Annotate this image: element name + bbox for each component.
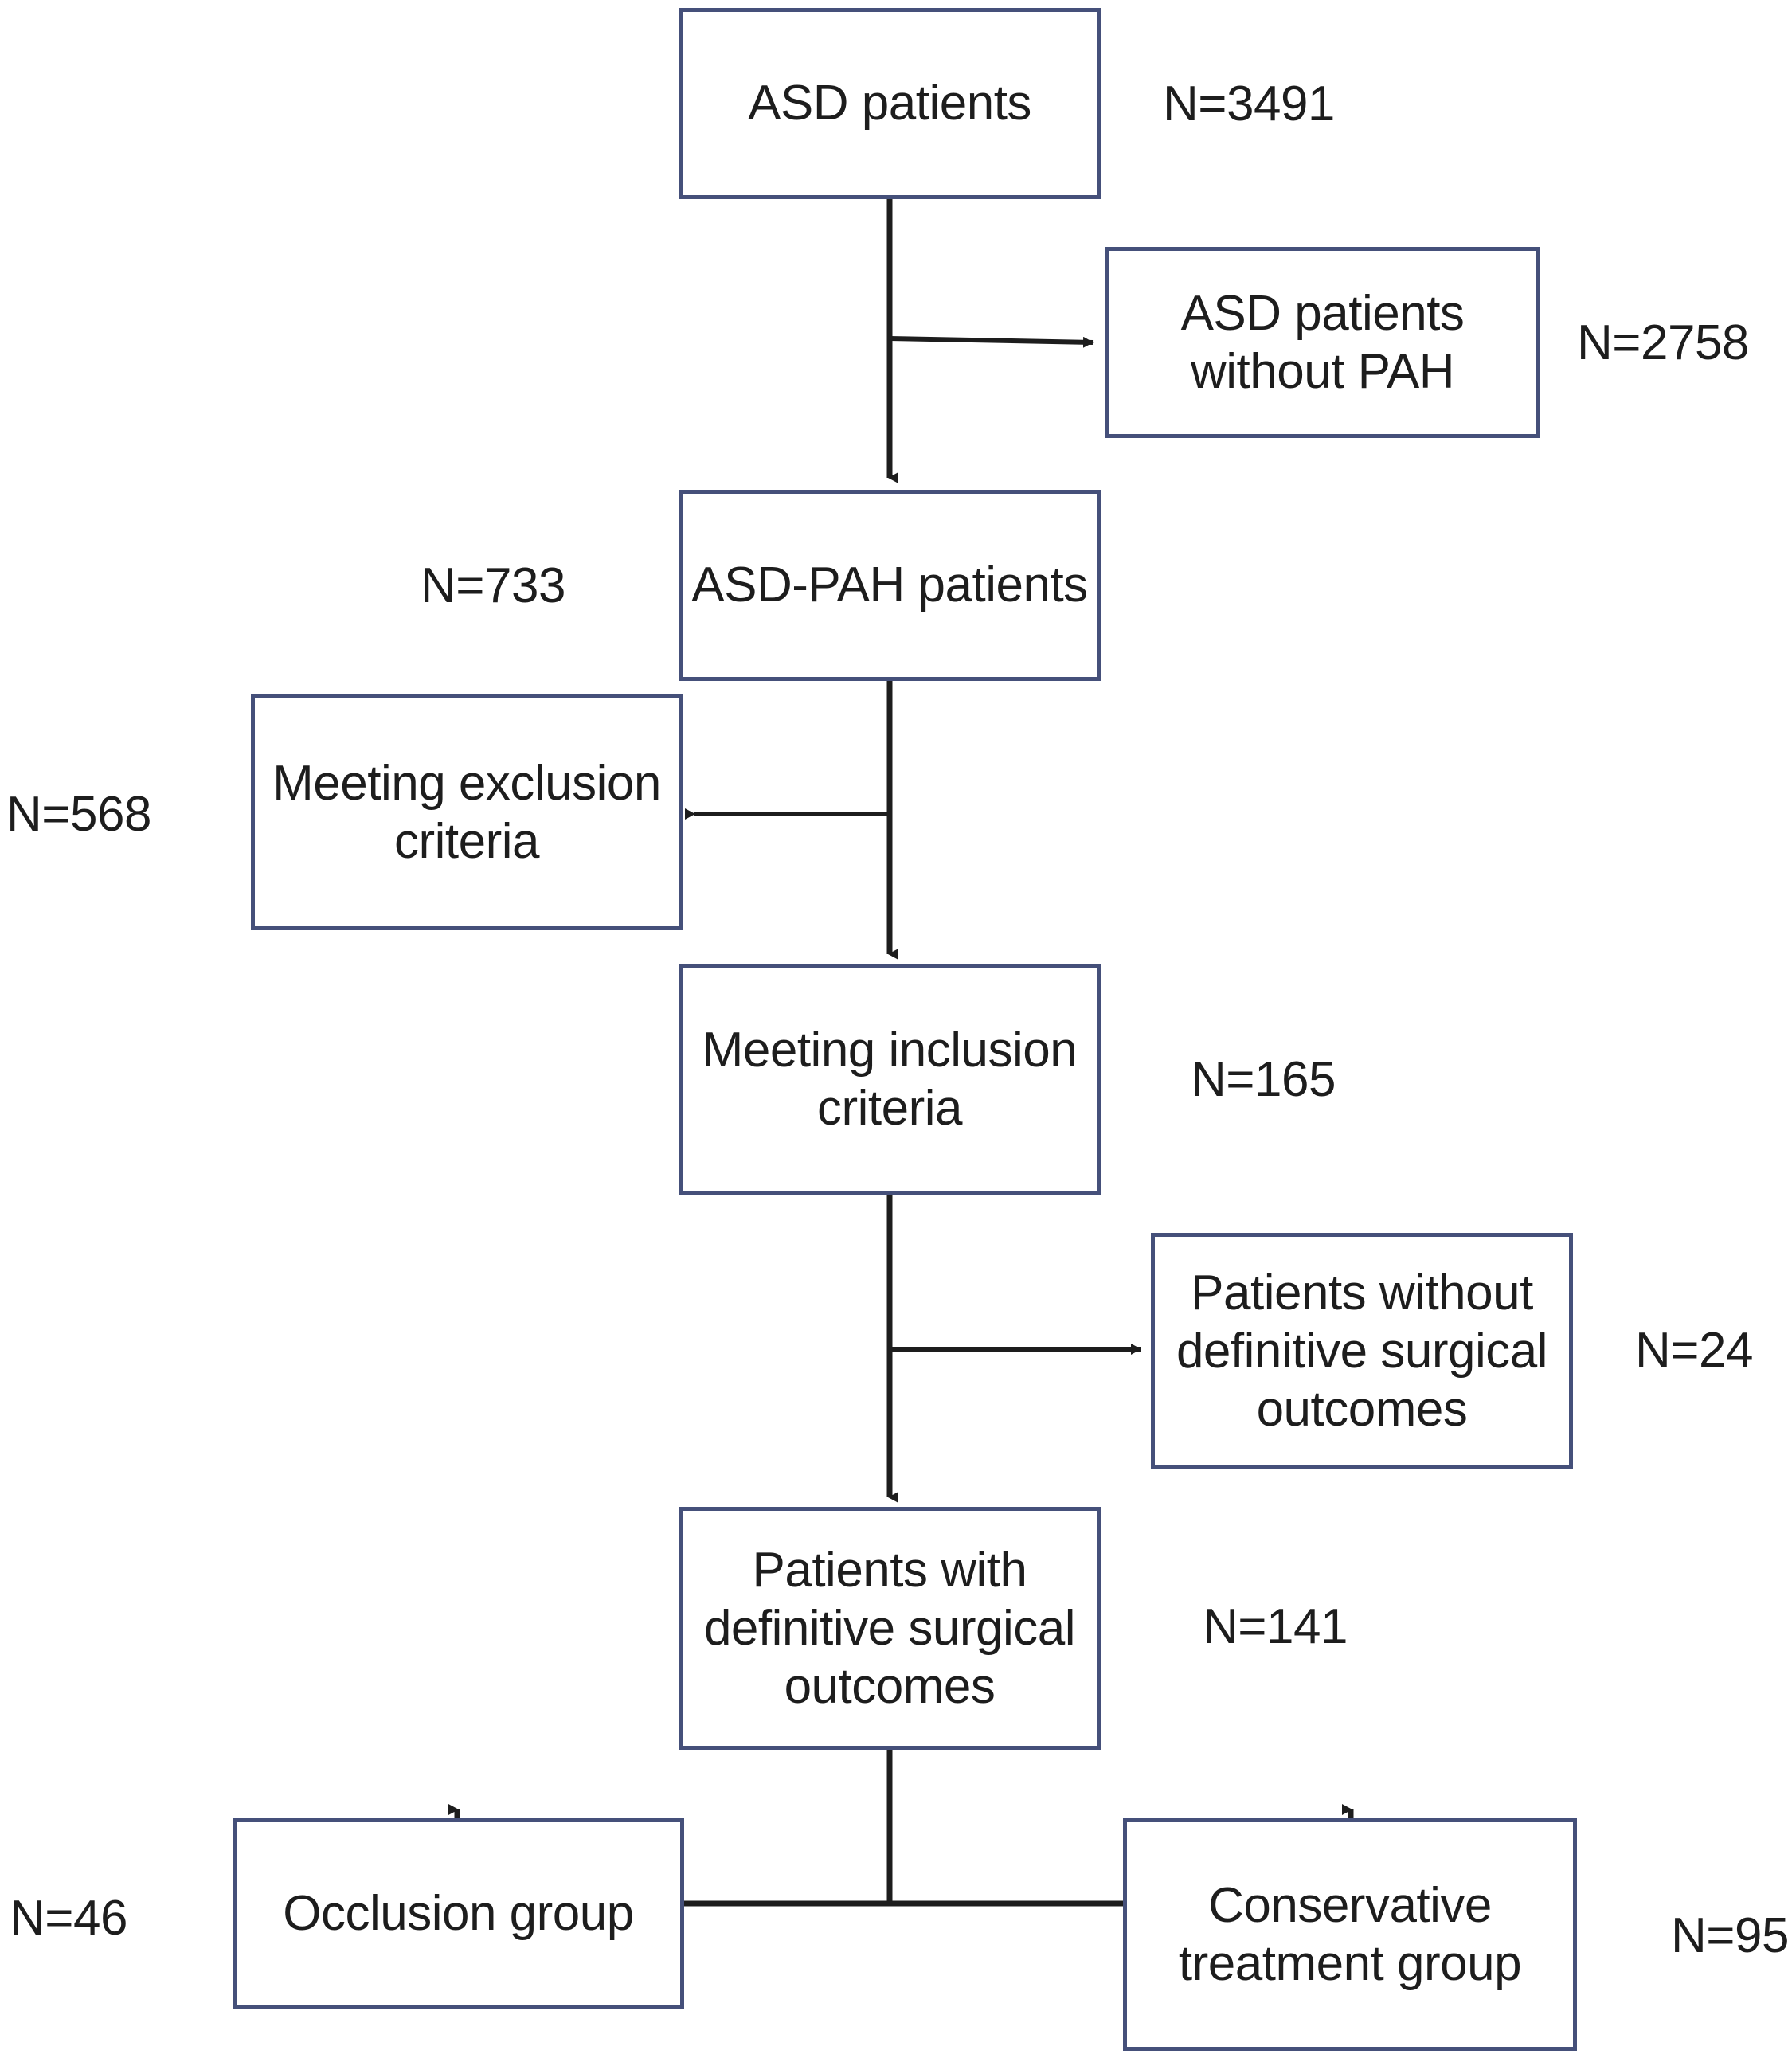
node-conservative-group[interactable]: Conservative treatment group [1123,1818,1577,2051]
connector-asd-to-without-pah [889,336,1094,348]
count-asd-pah-patients: N=733 [421,558,565,613]
count-with-definitive-outcomes: N=141 [1203,1599,1348,1654]
node-label: Occlusion group [283,1886,634,1942]
node-label: ASD patients [748,76,1031,131]
node-label: Patients with definitive surgical outcom… [703,1542,1076,1715]
node-label: Meeting inclusion criteria [702,1022,1078,1136]
node-occlusion-group[interactable]: Occlusion group [233,1818,684,2009]
node-meeting-inclusion[interactable]: Meeting inclusion criteria [679,964,1101,1195]
count-occlusion-group: N=46 [10,1891,127,1946]
count-asd-patients: N=3491 [1163,76,1335,131]
node-label: Conservative treatment group [1178,1877,1522,1991]
node-label: ASD-PAH patients [691,558,1088,613]
node-asd-pah-patients[interactable]: ASD-PAH patients [679,490,1101,681]
node-label: ASD patients without PAH [1180,285,1465,399]
node-label: Meeting exclusion criteria [272,755,661,869]
count-without-definitive-outcomes: N=24 [1635,1323,1753,1378]
node-meeting-exclusion[interactable]: Meeting exclusion criteria [251,694,683,930]
node-asd-without-pah[interactable]: ASD patients without PAH [1105,247,1540,438]
node-label: Patients without definitive surgical out… [1176,1265,1548,1438]
node-with-definitive-outcomes[interactable]: Patients with definitive surgical outcom… [679,1507,1101,1750]
count-asd-without-pah: N=2758 [1577,315,1749,370]
count-meeting-exclusion: N=568 [6,787,151,842]
count-conservative-group: N=95 [1671,1908,1789,1963]
node-asd-patients[interactable]: ASD patients [679,8,1101,199]
node-without-definitive-outcomes[interactable]: Patients without definitive surgical out… [1151,1233,1573,1469]
count-meeting-inclusion: N=165 [1191,1052,1336,1107]
